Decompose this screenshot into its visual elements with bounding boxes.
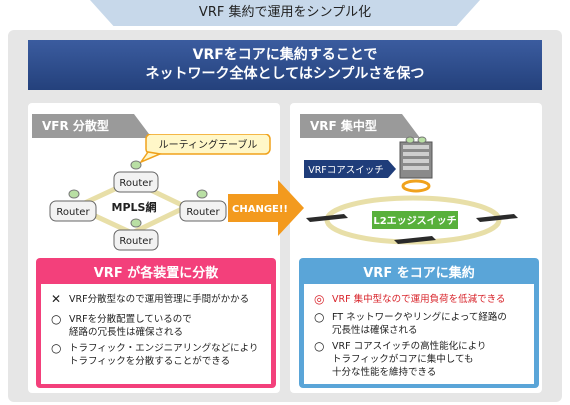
headline-line-2: ネットワーク全体としてはシンプルさを保つ	[145, 66, 425, 82]
edge-switch-right	[476, 214, 518, 222]
headline-banner: VRFをコアに集約することで ネットワーク全体としてはシンプルさを保つ	[28, 40, 542, 90]
centralized-summary-title: VRF をコアに集約	[363, 266, 475, 281]
mpls-label: MPLS網	[112, 200, 157, 214]
centralized-summary-body: ◎ VRF 集中型なので運用負荷を低減できる ○ FT ネットワークやリングによ…	[304, 284, 534, 384]
distributed-summary: VRF が各装置に分散 ✕ VRF分散型なので運用管理に手間がかかる ○ VRF…	[36, 258, 276, 388]
centralized-point-2: ○ FT ネットワークやリングによって経路の 冗長性は確保される	[314, 310, 507, 336]
centralized-summary: VRF をコアに集約 ◎ VRF 集中型なので運用負荷を低減できる ○ FT ネ…	[299, 258, 539, 388]
distributed-summary-title: VRF が各装置に分散	[93, 266, 219, 281]
core-switch-tag: VRFコアスイッチ	[304, 160, 396, 178]
circle-mark-icon: ○	[314, 339, 325, 353]
circle-mark-icon: ○	[51, 312, 62, 326]
edge-switch-bottom	[394, 236, 436, 244]
edge-switch-left	[306, 214, 348, 222]
headline-line-1: VRFをコアに集約することで	[192, 47, 378, 63]
centralized-point-3: ○ VRF コアスイッチの高性能化により トラフィックがコアに集中しても 十分な…	[314, 339, 487, 378]
centralized-tab: VRF 集中型	[300, 114, 420, 138]
cross-mark-icon: ✕	[51, 292, 62, 306]
distributed-point-3: ○ トラフィック・エンジニアリングなどにより トラフィックを分散することができる	[51, 341, 259, 367]
centralized-diagram: VRFコアスイッチ L2エッジスイッチ	[304, 136, 518, 245]
routing-table-callout: ルーティングテーブル	[138, 134, 271, 164]
vrf-core-switch	[399, 136, 433, 179]
router-top: Router	[113, 160, 159, 193]
distributed-tab: VFR 分散型	[32, 114, 152, 138]
distributed-diagram: ルーティングテーブル Router Router Router Router M…	[49, 134, 271, 251]
distributed-summary-body: ✕ VRF分散型なので運用管理に手間がかかる ○ VRFを分散配置しているので …	[41, 284, 271, 384]
page-title: VRF 集約で運用をシンプル化	[90, 0, 480, 26]
router-left: Router	[49, 189, 97, 222]
change-label: CHANGE!!	[232, 204, 288, 215]
router-top-label: Router	[119, 178, 153, 189]
change-arrow: CHANGE!!	[228, 180, 304, 236]
centralized-point-1: ◎ VRF 集中型なので運用負荷を低減できる	[314, 292, 506, 306]
router-right-label: Router	[186, 207, 220, 218]
edge-switch-label: L2エッジスイッチ	[373, 215, 456, 227]
distributed-point-1: ✕ VRF分散型なので運用管理に手間がかかる	[51, 292, 250, 306]
distributed-point-2: ○ VRFを分散配置しているので 経路の冗長性は確保される	[51, 312, 192, 338]
circle-mark-icon: ○	[314, 310, 325, 324]
router-bottom: Router	[113, 218, 159, 251]
routing-table-label: ルーティングテーブル	[159, 138, 258, 151]
router-right: Router	[179, 189, 227, 222]
core-switch-label: VRFコアスイッチ	[308, 165, 384, 176]
double-circle-mark-icon: ◎	[314, 292, 325, 306]
core-highlight-ring	[401, 179, 431, 193]
router-left-label: Router	[56, 207, 90, 218]
circle-mark-icon: ○	[51, 341, 62, 355]
edge-switch-tag: L2エッジスイッチ	[372, 211, 458, 229]
router-bottom-label: Router	[119, 236, 153, 247]
